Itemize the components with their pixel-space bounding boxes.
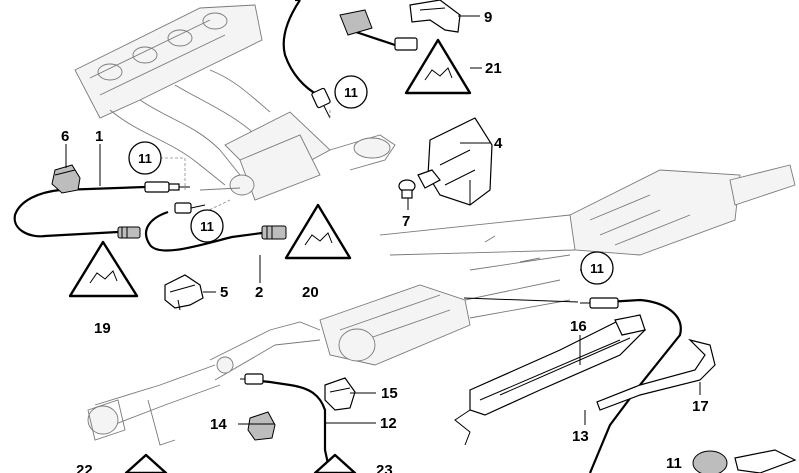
oxygen-sensor-12 [240,373,332,473]
bracket-part-5 [164,274,204,311]
label-part-1: 1 [95,128,103,145]
label-part-4: 4 [494,135,503,152]
svg-text:11: 11 [138,151,152,166]
bolt-part-7 [398,179,416,199]
label-part-19: 19 [94,320,111,337]
callout-11-d: 11 [580,251,614,285]
label-part-9: 9 [484,9,492,26]
svg-text:11: 11 [344,85,358,100]
label-part-6: 6 [61,128,69,145]
warning-triangle-20 [284,203,352,260]
sensor-harness-13-16 [454,297,682,473]
label-part-21: 21 [485,60,502,77]
label-part-11-bottom: 11 [666,455,682,472]
bracket-part-9 [409,0,461,33]
callout-11-b: 11 [128,141,162,175]
clip-upper [339,9,373,36]
front-down-pipe [87,356,234,446]
oxygen-sensor-upper [282,0,418,119]
svg-text:11: 11 [590,261,604,276]
warning-triangle-22 [124,453,168,473]
label-part-2: 2 [255,284,263,301]
bracket-part-17 [596,338,716,411]
label-part-23: 23 [376,462,393,473]
leader-lines [65,15,701,425]
clip-part-14 [247,411,276,441]
label-part-22: 22 [76,462,93,473]
label-part-17: 17 [692,398,709,415]
warning-triangle-19 [68,240,139,298]
oxygen-sensor-1 [13,181,190,239]
label-part-14: 14 [210,416,227,433]
clip-part-15 [324,377,356,411]
label-part-7: 7 [402,213,410,230]
cap-part-bottom [692,449,797,473]
label-part-13: 13 [572,428,589,445]
rear-exhaust-system [379,164,796,271]
warning-triangle-23 [313,453,357,473]
exhaust-manifold-outline [74,4,271,186]
bracket-part-4 [417,117,493,206]
catalytic-converters-upper [199,111,396,201]
svg-text:11: 11 [200,219,214,234]
label-part-16: 16 [570,318,587,335]
label-part-12: 12 [380,415,397,432]
oxygen-sensor-2 [144,202,287,252]
callout-11-a: 11 [334,75,368,109]
label-part-5: 5 [220,284,228,301]
clip-part-6 [51,164,81,194]
callout-11-c: 11 [190,209,224,243]
front-muffler [209,279,571,381]
label-part-20: 20 [302,284,319,301]
label-part-15: 15 [381,385,398,402]
warning-triangle-21 [404,38,472,95]
